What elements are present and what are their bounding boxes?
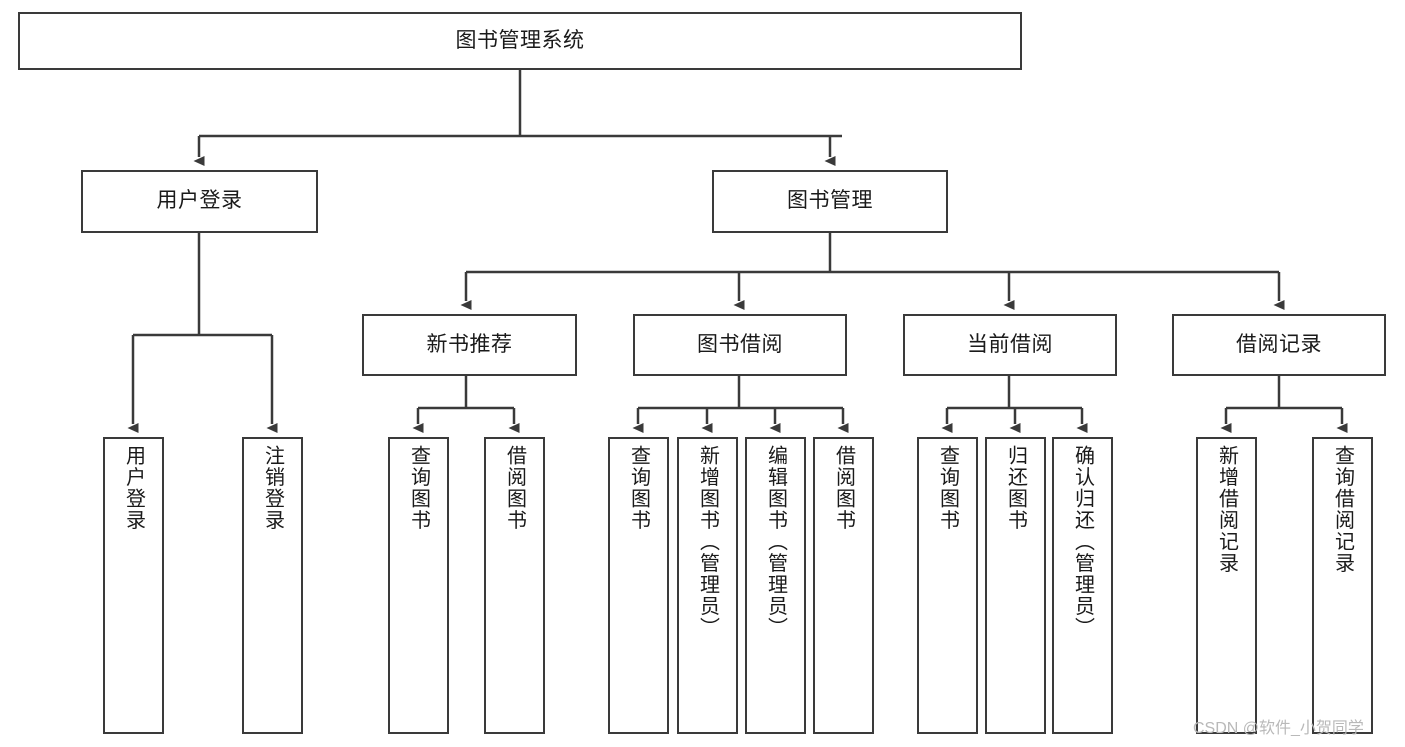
node-leaf-return-book[interactable]: 归还图书 — [985, 437, 1046, 734]
node-leaf-borrow-book-1-label: 借阅图书 — [503, 445, 526, 531]
node-leaf-query-book-1-label: 查询图书 — [407, 445, 430, 531]
node-leaf-user-login-label: 用户登录 — [122, 445, 145, 531]
node-leaf-query-book-2[interactable]: 查询图书 — [608, 437, 669, 734]
node-leaf-user-login[interactable]: 用户登录 — [103, 437, 164, 734]
node-leaf-user-logout-label: 注销登录 — [261, 445, 284, 531]
node-user-login-label: 用户登录 — [156, 189, 243, 213]
node-leaf-add-book[interactable]: 新增图书（管理员） — [677, 437, 738, 734]
node-leaf-borrow-book-2-label: 借阅图书 — [832, 445, 855, 531]
node-new-book-rec[interactable]: 新书推荐 — [362, 314, 577, 376]
node-leaf-query-book-3[interactable]: 查询图书 — [917, 437, 978, 734]
node-new-book-rec-label: 新书推荐 — [426, 332, 513, 356]
node-leaf-query-record[interactable]: 查询借阅记录 — [1312, 437, 1373, 734]
node-user-login[interactable]: 用户登录 — [81, 170, 318, 233]
node-book-manage[interactable]: 图书管理 — [712, 170, 948, 233]
node-borrow-record-label: 借阅记录 — [1236, 332, 1322, 356]
node-leaf-borrow-book-2[interactable]: 借阅图书 — [813, 437, 874, 734]
node-leaf-query-record-label: 查询借阅记录 — [1331, 445, 1354, 574]
node-leaf-add-record[interactable]: 新增借阅记录 — [1196, 437, 1257, 734]
node-root-label: 图书管理系统 — [455, 28, 585, 52]
node-leaf-user-logout[interactable]: 注销登录 — [242, 437, 303, 734]
node-book-manage-label: 图书管理 — [787, 189, 873, 213]
node-leaf-return-book-label: 归还图书 — [1004, 445, 1027, 531]
node-leaf-add-book-label: 新增图书（管理员） — [696, 445, 719, 639]
node-current-borrow[interactable]: 当前借阅 — [903, 314, 1117, 376]
node-book-borrow[interactable]: 图书借阅 — [633, 314, 847, 376]
node-current-borrow-label: 当前借阅 — [967, 332, 1053, 356]
node-leaf-query-book-1[interactable]: 查询图书 — [388, 437, 449, 734]
node-leaf-edit-book-label: 编辑图书（管理员） — [764, 445, 787, 639]
node-leaf-borrow-book-1[interactable]: 借阅图书 — [484, 437, 545, 734]
node-leaf-query-book-2-label: 查询图书 — [627, 445, 650, 531]
node-leaf-add-record-label: 新增借阅记录 — [1215, 445, 1238, 574]
node-leaf-confirm-return-label: 确认归还（管理员） — [1071, 445, 1094, 639]
node-leaf-confirm-return[interactable]: 确认归还（管理员） — [1052, 437, 1113, 734]
node-leaf-query-book-3-label: 查询图书 — [936, 445, 959, 531]
node-borrow-record[interactable]: 借阅记录 — [1172, 314, 1386, 376]
node-leaf-edit-book[interactable]: 编辑图书（管理员） — [745, 437, 806, 734]
csdn-watermark: CSDN @软件_小贺同学 — [1193, 720, 1364, 737]
node-book-borrow-label: 图书借阅 — [697, 332, 783, 356]
node-root[interactable]: 图书管理系统 — [18, 12, 1022, 70]
